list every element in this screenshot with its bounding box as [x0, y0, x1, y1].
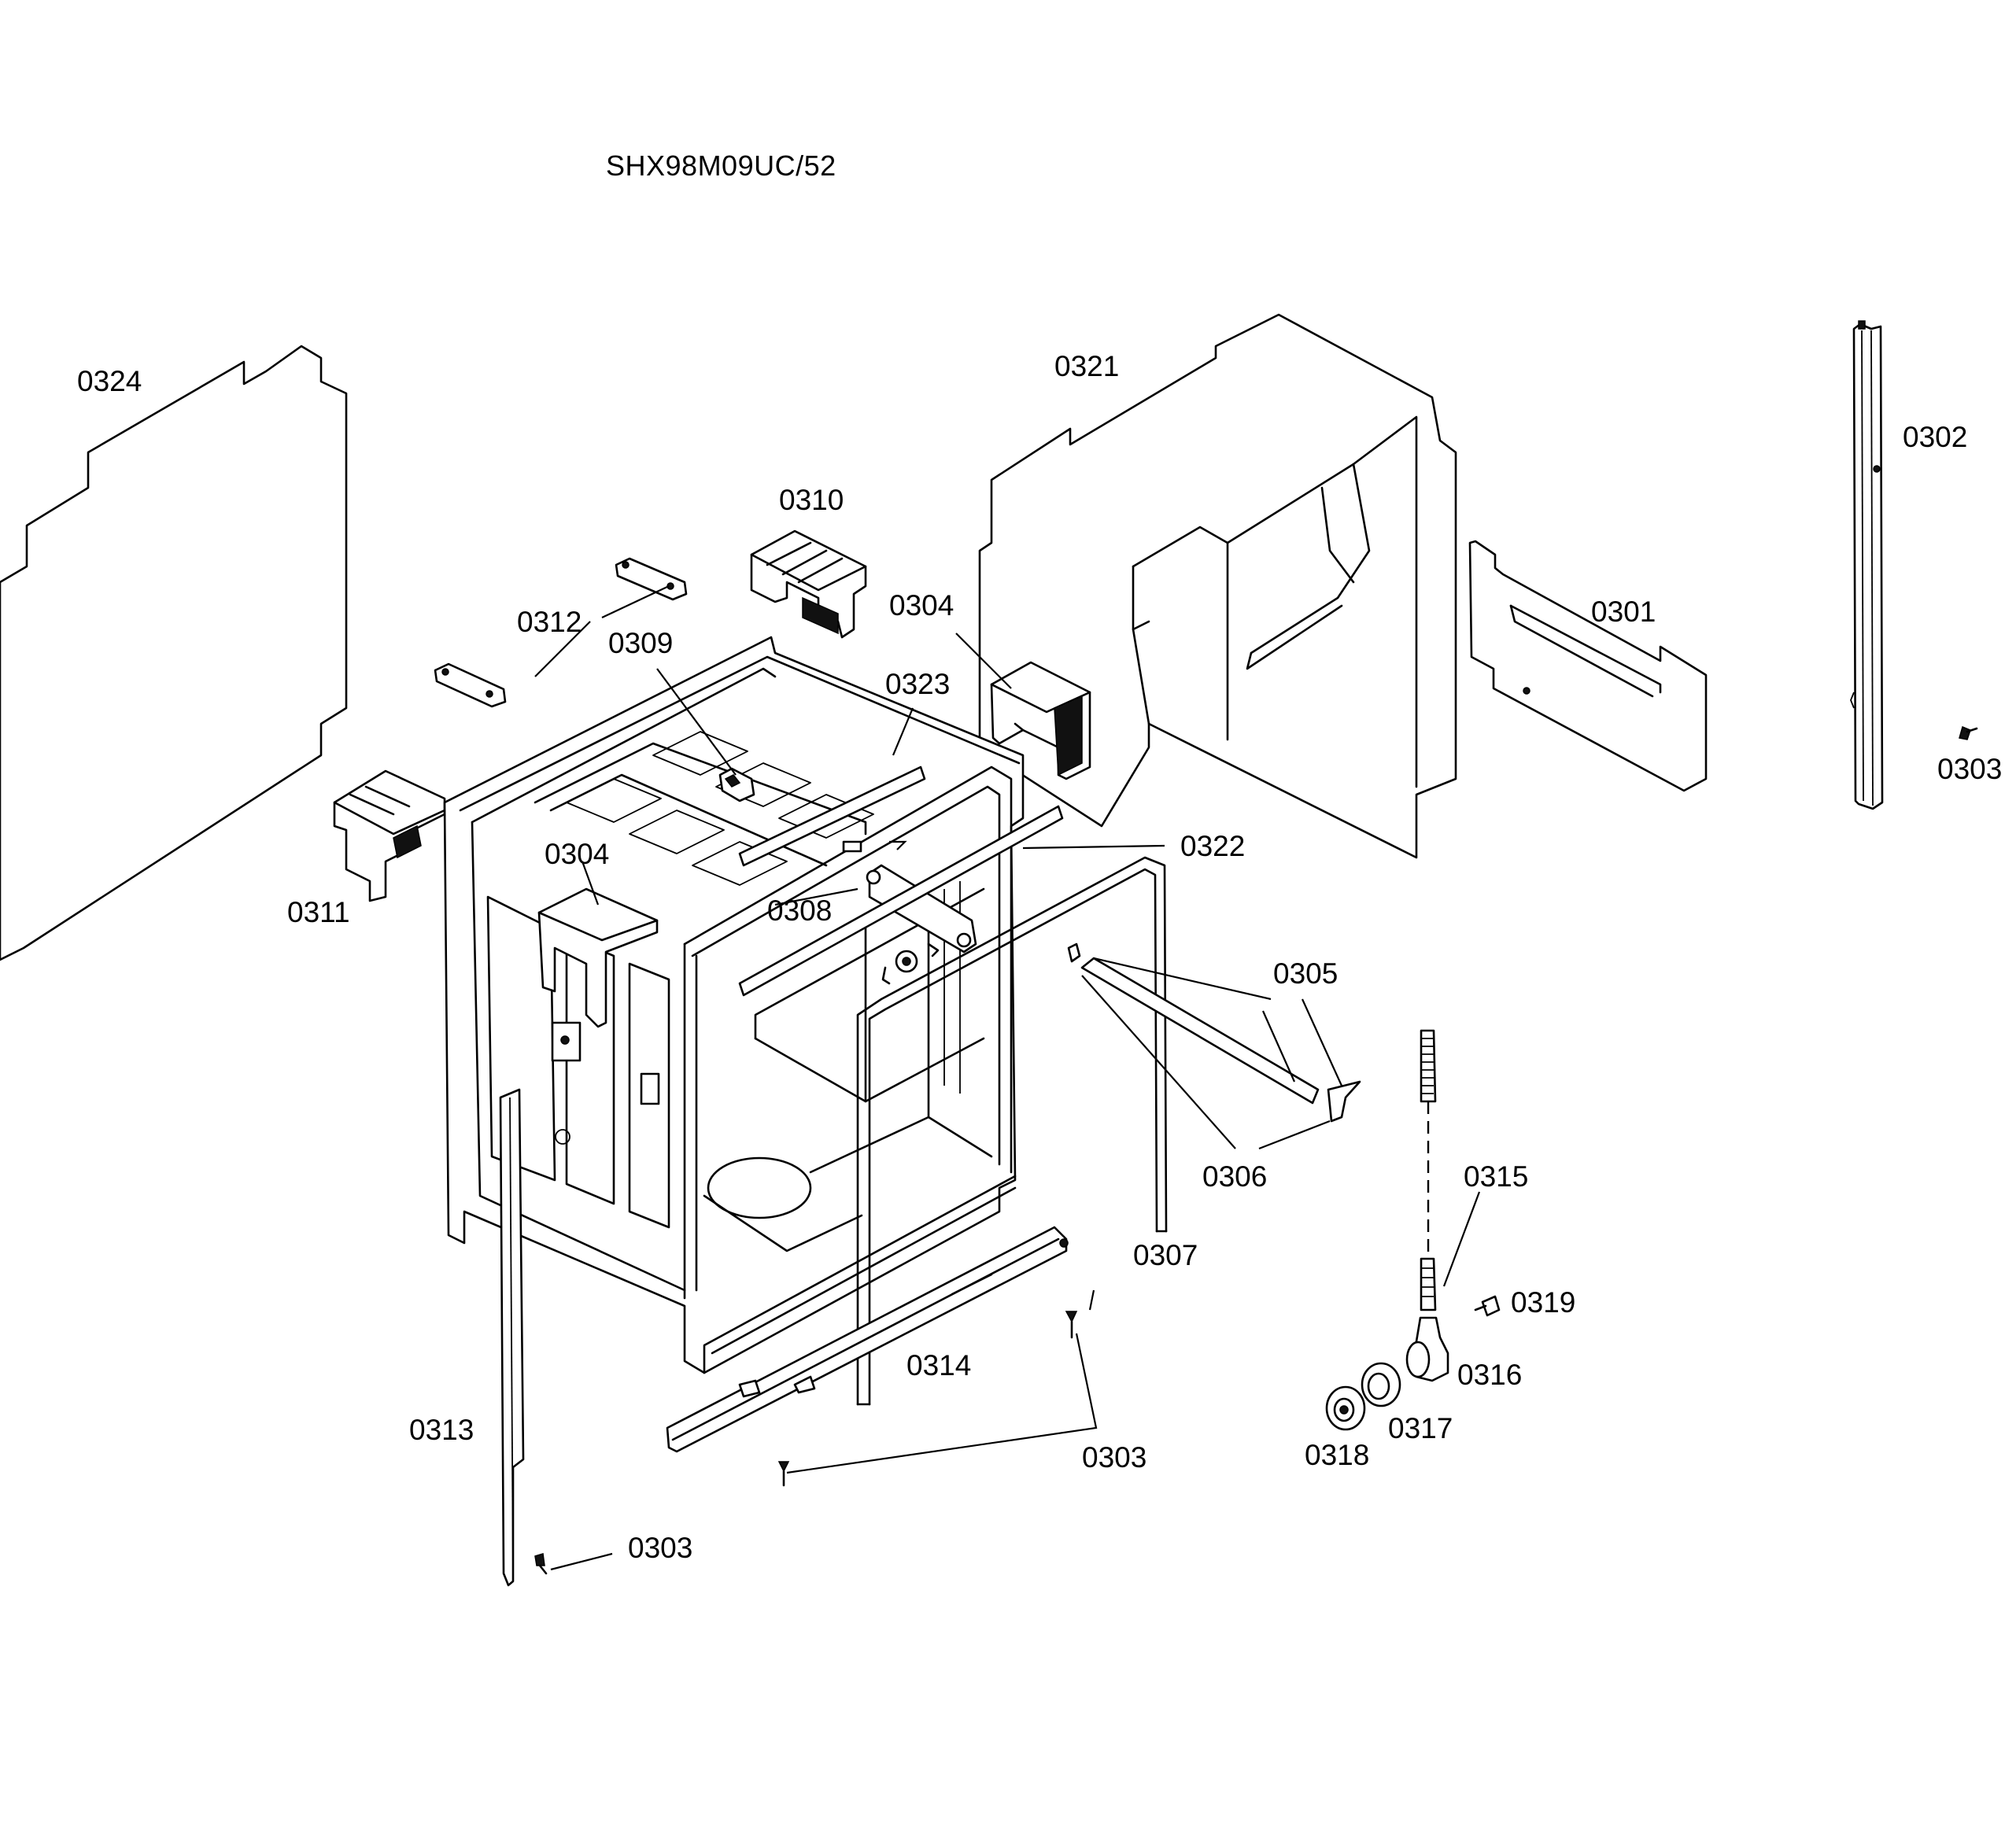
part-screw-0319 [1474, 1295, 1501, 1317]
callout-0315: 0315 [1464, 1160, 1528, 1193]
callout-0313: 0313 [409, 1414, 474, 1446]
leader-lines [534, 585, 1481, 1571]
callout-labels: 0324 0321 0302 0310 0304 0301 0312 0309 … [77, 350, 2002, 1564]
part-clip-lower [434, 662, 507, 708]
callout-0308: 0308 [767, 894, 832, 927]
part-drain-hose [1420, 1029, 1437, 1311]
callout-0303-right: 0303 [1937, 753, 2002, 785]
callout-0302: 0302 [1903, 421, 1967, 453]
callout-0309: 0309 [608, 627, 673, 659]
part-bracket-plate [1468, 540, 1708, 792]
callout-0303-kick: 0303 [1082, 1441, 1147, 1474]
callout-0323: 0323 [885, 668, 950, 700]
part-insulation-cover [978, 313, 1457, 859]
part-screw-trim [534, 1553, 548, 1575]
screw-right [1959, 725, 1978, 740]
part-nut [1325, 1385, 1366, 1431]
part-hinge-bracket-left [537, 887, 659, 1062]
callout-0311: 0311 [287, 896, 350, 928]
model-number: SHX98M09UC/52 [606, 149, 836, 182]
part-tub [443, 636, 1025, 1374]
callout-0312: 0312 [517, 606, 582, 638]
part-door-gasket [856, 856, 1168, 1406]
part-hinge-bracket-right [990, 661, 1091, 780]
callout-0316: 0316 [1457, 1359, 1522, 1391]
part-bracket-top [750, 529, 867, 639]
part-vertical-trim [1850, 320, 1884, 810]
part-kick-plate [666, 1226, 1069, 1453]
part-screw-kick-a [1065, 1311, 1078, 1339]
callout-0304-right: 0304 [889, 589, 954, 622]
callout-0307: 0307 [1133, 1239, 1198, 1271]
part-side-trim [499, 1088, 525, 1587]
callout-0306: 0306 [1202, 1160, 1267, 1193]
callout-0318: 0318 [1305, 1439, 1369, 1471]
callout-0304-left: 0304 [545, 838, 609, 870]
callout-0321: 0321 [1054, 350, 1119, 382]
callout-0322: 0322 [1180, 830, 1245, 862]
part-counterbalance-rod [1067, 942, 1361, 1123]
part-bracket-left [333, 769, 446, 902]
callout-0324: 0324 [77, 365, 142, 397]
callout-0317: 0317 [1388, 1412, 1453, 1444]
callout-0310: 0310 [779, 484, 844, 516]
callout-0314: 0314 [906, 1349, 971, 1381]
callout-0303-trim: 0303 [628, 1532, 692, 1564]
part-ring [1361, 1362, 1401, 1407]
part-side-panel [0, 345, 348, 961]
callout-0305: 0305 [1273, 957, 1338, 990]
part-clip-upper [615, 557, 688, 601]
part-hinge-assembly [842, 840, 977, 985]
callout-0301: 0301 [1591, 596, 1656, 628]
part-rail [738, 805, 1064, 997]
part-elbow-fitting [1405, 1316, 1449, 1382]
callout-0319: 0319 [1511, 1286, 1575, 1319]
part-screw-kick-b [777, 1461, 790, 1487]
